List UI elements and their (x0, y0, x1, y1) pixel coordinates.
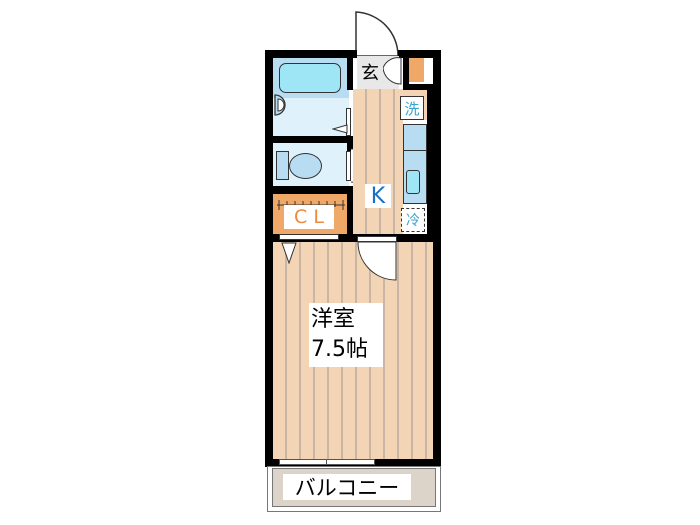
wall-closet-right (347, 194, 353, 240)
toilet-door (346, 151, 351, 181)
western-room-name: 洋室 (311, 307, 356, 332)
bath-door-triangle-icon (332, 124, 348, 134)
toilet-tank-icon (276, 151, 289, 180)
bath-door (346, 108, 351, 136)
kitchen-label: K (365, 184, 391, 209)
western-room-size: 7.5帖 (311, 337, 368, 362)
balcony-window-divider (326, 459, 327, 465)
closet-door-triangle-icon (281, 242, 297, 264)
wall-bath-right (347, 58, 353, 90)
entrance-label: 玄 (361, 63, 379, 84)
closet-door (279, 234, 339, 240)
washbasin-icon (274, 94, 286, 116)
closet-label: C L (284, 205, 334, 229)
wall-entrance-right (403, 50, 409, 86)
western-room-label: 洋室 7.5帖 (309, 303, 383, 367)
wall-bath-bottom (273, 136, 353, 143)
wall-left (265, 50, 273, 466)
inner-door-swing-icon (383, 57, 402, 85)
bathtub-icon (279, 63, 341, 93)
wall-toilet-right (347, 143, 353, 153)
balcony-label: バルコニー (283, 474, 411, 500)
wall-toilet-bottom (273, 186, 353, 194)
kitchen-floor (353, 89, 403, 234)
wall-entrance-bottom (403, 84, 439, 90)
toilet-bowl-icon (289, 153, 322, 179)
wall-kitchen-right-inner (427, 90, 433, 234)
wall-right (433, 50, 441, 466)
sink-icon (406, 170, 420, 194)
wall-top-right (398, 50, 441, 58)
wall-top-left (265, 50, 357, 58)
washer-label: 洗 (400, 96, 424, 120)
kitchen-counter-divider (403, 150, 427, 151)
shoe-box (408, 58, 424, 82)
balcony-window (279, 459, 375, 465)
fridge-label: 冷 (401, 208, 425, 232)
room-door-swing-icon (357, 242, 397, 281)
